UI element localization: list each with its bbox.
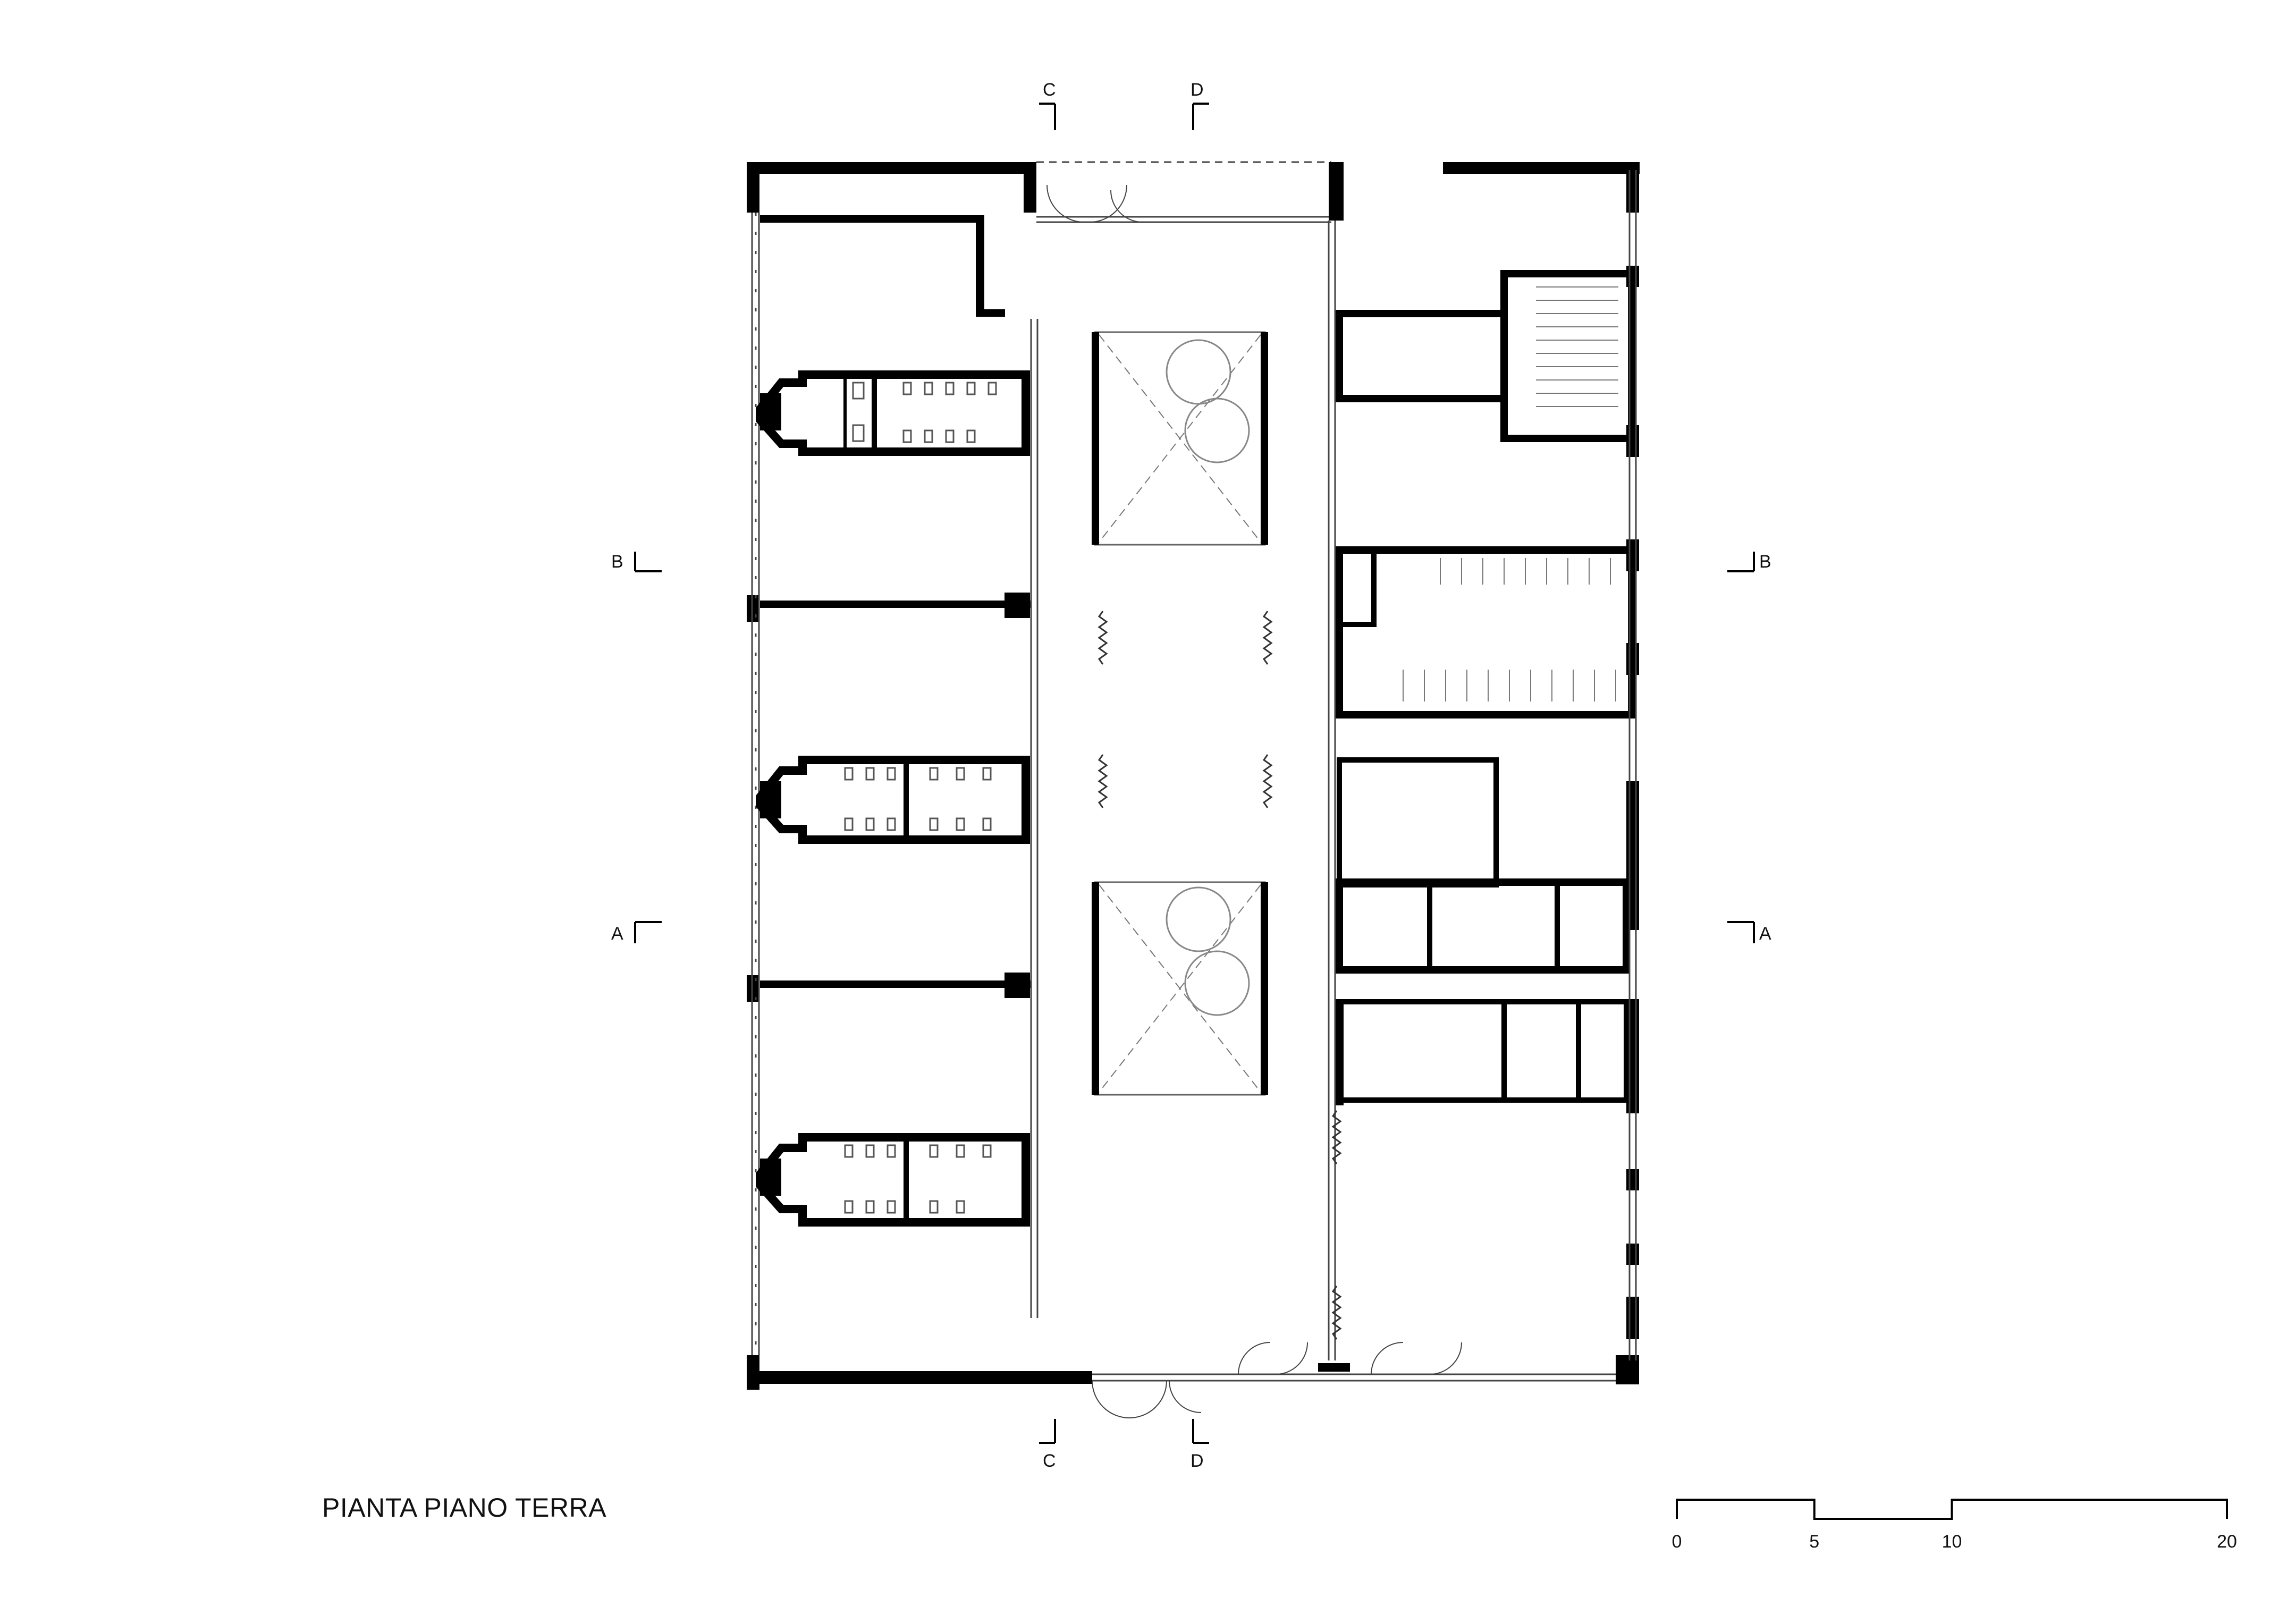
toilet-block-2 — [756, 756, 1030, 844]
scale-bar-label: 10 — [1942, 1532, 1962, 1552]
scale-bar-label: 0 — [1672, 1532, 1682, 1552]
section-label-d-top: D — [1191, 80, 1204, 100]
east-wing-walls — [1318, 162, 1640, 1384]
section-labels: C D C D B B A A — [611, 80, 1771, 1471]
north-entrance — [1036, 161, 1331, 223]
corridor-east-edge — [1328, 221, 1336, 1360]
atrium-north — [1092, 331, 1268, 546]
section-label-b-right: B — [1759, 552, 1771, 572]
south-facade — [1092, 1342, 1616, 1418]
section-markers — [634, 103, 1755, 1444]
west-facade-glazing — [751, 213, 760, 1355]
atrium-south — [1092, 881, 1268, 1096]
toilet-block-3 — [756, 1133, 1030, 1227]
east-wing-rooms — [1335, 270, 1635, 1105]
section-label-a-left: A — [611, 924, 623, 944]
stairs — [1403, 286, 1618, 701]
scale-bar: 0 5 10 20 — [1672, 1499, 2237, 1552]
scale-bar-label: 5 — [1809, 1532, 1819, 1552]
scale-bar-label: 20 — [2217, 1532, 2237, 1552]
toilet-block-1 — [756, 370, 1030, 456]
section-label-a-right: A — [1759, 924, 1771, 944]
drawing-title: PIANTA PIANO TERRA — [322, 1493, 607, 1523]
section-label-d-bottom: D — [1191, 1451, 1204, 1471]
east-facade-glazing — [1628, 170, 1637, 1360]
west-wing-walls — [747, 162, 1092, 1390]
section-label-c-bottom: C — [1043, 1451, 1056, 1471]
scale-bar-labels: 0 5 10 20 — [1672, 1532, 2237, 1552]
corridor-west-edge — [1030, 319, 1039, 1318]
toilet-fixtures — [844, 382, 997, 1214]
scale-bar-line — [1676, 1499, 2228, 1520]
zigzag-markers — [1098, 611, 1342, 1340]
section-label-c-top: C — [1043, 80, 1056, 100]
section-label-b-left: B — [611, 552, 623, 572]
